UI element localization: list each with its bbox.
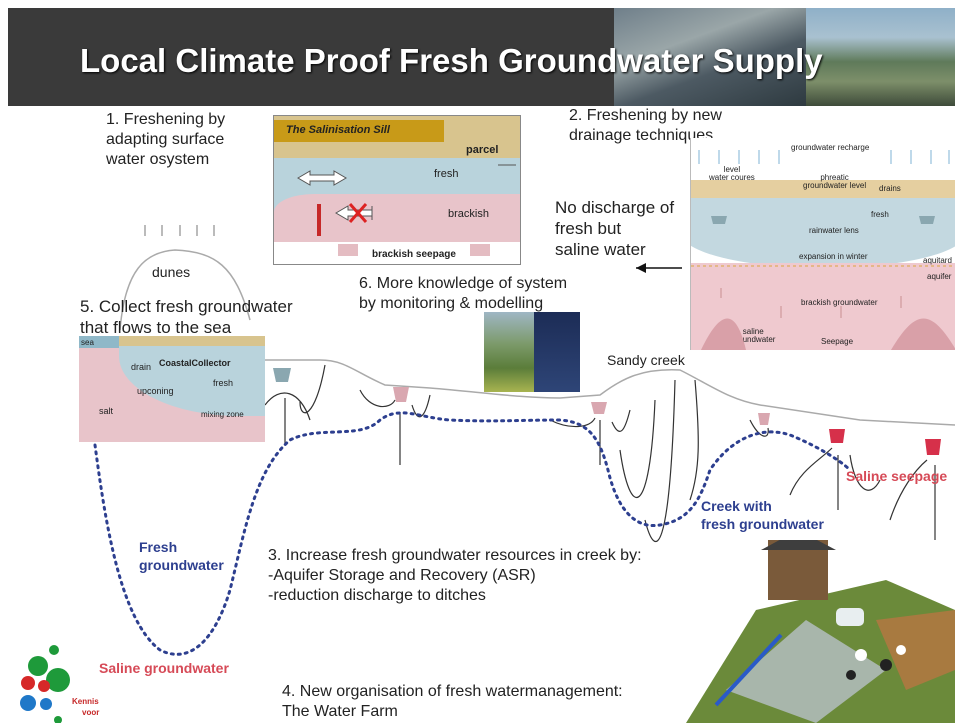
sill-seepage: brackish seepage — [372, 249, 456, 260]
logo-dots — [20, 645, 70, 724]
drainage-expansion: expansion in winter — [799, 252, 868, 261]
coastal-mixing: mixing zone — [201, 410, 244, 419]
coastal-fresh: fresh — [213, 378, 234, 388]
water-farm-photo — [686, 540, 955, 723]
drainage-drains: drains — [879, 184, 901, 193]
salinisation-sill-inset: The Salinisation Sill parcel fresh brack… — [273, 115, 521, 265]
sill-brackish-layer — [274, 194, 520, 242]
coastal-drain: drain — [131, 362, 152, 372]
fresh-saline-interface — [93, 411, 852, 656]
coastal-salt: salt — [99, 406, 114, 416]
sill-parcel: parcel — [466, 144, 499, 156]
rain-arrows — [144, 225, 215, 236]
monitoring-photo — [484, 312, 580, 392]
logo-text-line2: voor — [82, 708, 100, 717]
kennis-logo: Kennis voor — [18, 640, 102, 724]
item5-label: 5. Collect fresh groundwater that flows … — [80, 297, 293, 337]
item6-label: 6. More knowledge of system by monitorin… — [359, 275, 568, 312]
drainage-graphics — [691, 150, 955, 350]
sill-fresh: fresh — [434, 168, 459, 180]
saline-seepage-label: Saline seepage — [846, 468, 948, 484]
photo-landscape — [484, 312, 534, 392]
drainage-seepage: Seepage — [821, 337, 854, 346]
title-banner — [8, 8, 955, 106]
no-discharge-label: No discharge of fresh but saline water — [555, 198, 675, 259]
coastal-sea-label: sea — [81, 338, 94, 347]
banner-photo-river — [806, 8, 955, 106]
sill-brackish: brackish — [448, 208, 489, 220]
coastal-collector-inset: sea drain CoastalCollector upconing fres… — [79, 336, 265, 442]
sill-arrows — [297, 164, 516, 256]
ground-surface — [265, 359, 955, 426]
drainage-fresh: fresh — [871, 210, 889, 219]
page-title: Local Climate Proof Fresh Groundwater Su… — [80, 42, 823, 79]
creek-fresh-label: Creek with fresh groundwater — [701, 498, 824, 532]
drainage-fresh-lens — [691, 198, 955, 268]
drainage-brackish: brackish groundwater — [801, 298, 878, 307]
sill-title-box — [274, 120, 444, 142]
flow-lines — [264, 364, 936, 543]
banner-photo-bridge — [614, 8, 806, 106]
drainage-recharge: groundwater recharge — [791, 143, 870, 152]
drainage-level: level water coures — [709, 165, 755, 182]
drainage-aquifer: aquifer — [927, 272, 952, 281]
drainage-phreatic: phreatic groundwater level — [803, 173, 867, 190]
item1-label: 1. Freshening by adapting surface water … — [106, 111, 226, 168]
drainage-aquitard: aquitard — [923, 256, 952, 265]
logo-text-line1: Kennis — [72, 697, 99, 706]
water-farm-model — [686, 540, 955, 723]
coastal-upconing: upconing — [137, 386, 174, 396]
ditches — [273, 368, 941, 455]
photo-sky — [534, 312, 580, 392]
fresh-groundwater-label: Fresh groundwater — [139, 539, 224, 573]
saline-groundwater-label: Saline groundwater — [99, 660, 229, 676]
item4-label: 4. New organisation of fresh watermanage… — [282, 683, 623, 720]
drainage-saline: saline groundwater — [731, 327, 776, 344]
item3-label: 3. Increase fresh groundwater resources … — [268, 547, 642, 604]
drainage-lens: rainwater lens — [809, 226, 859, 235]
sandy-creek-label: Sandy creek — [607, 352, 685, 368]
dunes-label: dunes — [152, 264, 191, 280]
coastal-collector: CoastalCollector — [159, 358, 231, 368]
coastal-fresh-lens — [119, 346, 265, 416]
coastal-dune-top — [119, 336, 265, 348]
sill-title: The Salinisation Sill — [286, 124, 390, 136]
drainage-inset: groundwater recharge level water coures … — [690, 138, 955, 350]
dune-outline — [119, 249, 251, 331]
